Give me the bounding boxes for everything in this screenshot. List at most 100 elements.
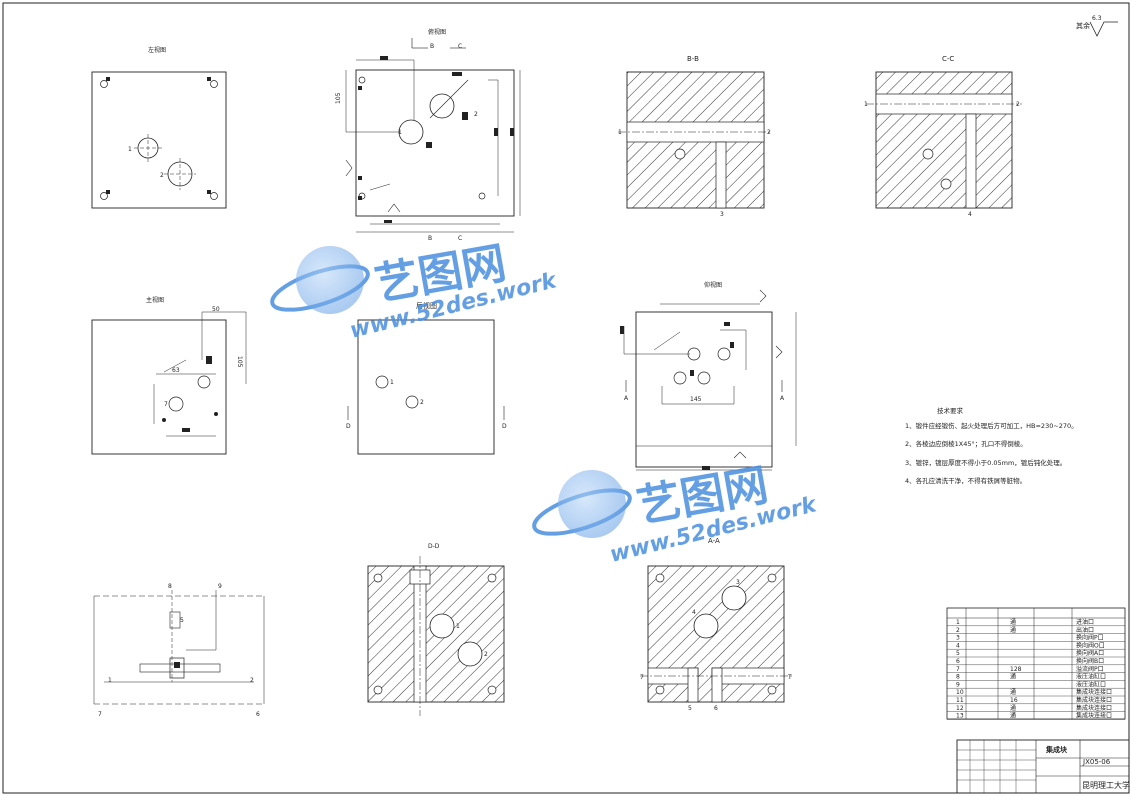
section-dd-label: D-D — [428, 543, 440, 550]
parts-row-no: 12 — [956, 705, 964, 712]
back-view-label: 后视图 — [416, 301, 437, 310]
cc-port-2: 2 — [1016, 101, 1020, 108]
dd-port-2: 2 — [484, 651, 488, 658]
top-sec-b2: B — [428, 235, 432, 242]
aa-port-4: 4 — [692, 609, 696, 616]
parts-row-no: 5 — [956, 650, 960, 657]
parts-row-no: 3 — [956, 635, 960, 642]
bottom-view: 仰视图 145 A A — [620, 281, 797, 471]
bottom-sec-a2: A — [780, 395, 785, 402]
parts-row-no: 13 — [956, 713, 964, 720]
parts-row-size: 通 — [1010, 704, 1016, 712]
rv-port-2: 2 — [250, 677, 254, 684]
parts-row-size: 通 — [1010, 673, 1016, 681]
parts-row-no: 9 — [956, 681, 960, 688]
parts-row-size: 通 — [1010, 688, 1016, 696]
front-view: 主视图 50 105 63 7 — [91, 296, 247, 455]
technical-requirements: 技术要求 1、锻件应经锻伤、起火处理后方可加工，HB=230~270。 2、各棱… — [905, 408, 1125, 497]
parts-row-name: 换向阀P口 — [1076, 634, 1104, 642]
front-port-7: 7 — [164, 401, 168, 408]
title-part-name: 集成块 — [1045, 745, 1068, 754]
parts-row-no: 2 — [956, 627, 960, 634]
aa-port-6: 6 — [714, 705, 718, 712]
section-bb: B-B 1 2 3 — [618, 55, 772, 218]
parts-row-no: 1 — [956, 619, 960, 626]
front-view-label: 主视图 — [146, 296, 164, 304]
back-sec-d: D — [346, 423, 351, 430]
parts-row-no: 11 — [956, 697, 964, 704]
tech-note-3: 3、镀锌，镀层厚度不得小于0.05mm，镀后钝化处理。 — [905, 458, 1067, 467]
rv-port-7: 7 — [98, 711, 102, 718]
aa-port-5: 5 — [688, 705, 692, 712]
watermark-2: 艺图网 www.52des.work — [532, 460, 820, 568]
parts-row-name: 进油口 — [1076, 618, 1094, 626]
left-port-1: 1 — [128, 146, 132, 153]
left-view: 左视图 1 2 — [91, 46, 227, 209]
front-dim-63: 63 — [172, 367, 180, 374]
parts-row-no: 6 — [956, 658, 960, 665]
bottom-sec-a: A — [624, 395, 629, 402]
section-cc-label: C-C — [942, 55, 954, 63]
top-sec-b: B — [430, 43, 434, 50]
top-sec-c: C — [458, 43, 462, 50]
front-dim-50: 50 — [212, 306, 220, 313]
tech-note-4: 4、各孔应清洗干净，不得有铁屑等脏物。 — [905, 477, 1027, 485]
bb-port-2: 2 — [767, 129, 771, 136]
top-sec-c2: C — [458, 235, 462, 242]
tech-note-1: 1、锻件应经锻伤、起火处理后方可加工，HB=230~270。 — [905, 421, 1078, 430]
roughness-symbol: 其余 6.3 — [1076, 15, 1118, 37]
parts-row-size: 通 — [1010, 712, 1016, 720]
title-school: 昆明理工大学 — [1082, 780, 1130, 790]
rv-port-1: 1 — [108, 677, 112, 684]
parts-row-name: 液压油缸口 — [1076, 680, 1106, 688]
parts-row-name: 液压油缸口 — [1076, 673, 1106, 681]
cc-port-4: 4 — [968, 211, 972, 218]
parts-row-no: 7 — [956, 666, 960, 673]
title-block: 集成块 JX05-06 昆明理工大学 — [956, 739, 1130, 794]
back-sec-d2: D — [502, 423, 507, 430]
bb-port-3: 3 — [720, 211, 724, 218]
parts-row-name: 集成块连接口 — [1076, 696, 1112, 704]
section-aa: A-A 7 T 5 6 3 4 — [640, 537, 792, 712]
aa-port-t: T — [787, 674, 792, 681]
parts-row-name: 换向阀A口 — [1076, 649, 1104, 657]
parts-row-name: 集成块连接口 — [1076, 712, 1112, 720]
top-dim-105: 105 — [335, 92, 342, 104]
parts-row-no: 8 — [956, 674, 960, 681]
rv-port-9: 9 — [218, 583, 222, 590]
parts-row-size: 128 — [1010, 666, 1022, 673]
parts-row-name: 集成块连接口 — [1076, 704, 1112, 712]
left-view-label: 左视图 — [148, 46, 166, 54]
parts-row-name: 溢流阀P口 — [1076, 665, 1104, 673]
section-aa-label: A-A — [708, 537, 720, 545]
right-view: 8 9 1 2 7 6 5 — [93, 583, 265, 718]
aa-port-p: 7 — [640, 674, 644, 681]
title-drawing-no: JX05-06 — [1082, 758, 1111, 766]
tech-note-2: 2、各棱边应倒棱1X45°；孔口不得倒棱。 — [905, 440, 1027, 448]
roughness-label: 其余 — [1076, 21, 1090, 30]
bottom-view-label: 仰视图 — [704, 281, 722, 289]
roughness-value: 6.3 — [1092, 15, 1102, 22]
front-dim-105: 105 — [236, 356, 243, 368]
bottom-dim-145: 145 — [690, 396, 702, 403]
rv-port-6: 6 — [256, 711, 260, 718]
parts-row-name: 换向阀O口 — [1076, 641, 1105, 649]
parts-row-name: 出油口 — [1076, 626, 1094, 634]
top-view: 俯视图 B C B C 105 2 1 — [335, 28, 521, 242]
parts-row-no: 10 — [956, 689, 964, 696]
back-port-1: 1 — [390, 379, 394, 386]
rv-port-8: 8 — [168, 583, 172, 590]
section-bb-label: B-B — [687, 55, 699, 63]
watermark-1: 艺图网 www.52des.work — [270, 238, 560, 344]
top-port-1: 1 — [398, 129, 402, 136]
parts-row-size: 16 — [1010, 697, 1018, 704]
left-port-2: 2 — [160, 172, 164, 179]
top-port-2: 2 — [474, 111, 478, 118]
parts-row-size: 通 — [1010, 618, 1016, 626]
dd-port-1: 1 — [456, 623, 460, 630]
section-cc: C-C 1 2 4 — [864, 55, 1022, 218]
rv-port-5: 5 — [180, 617, 184, 624]
